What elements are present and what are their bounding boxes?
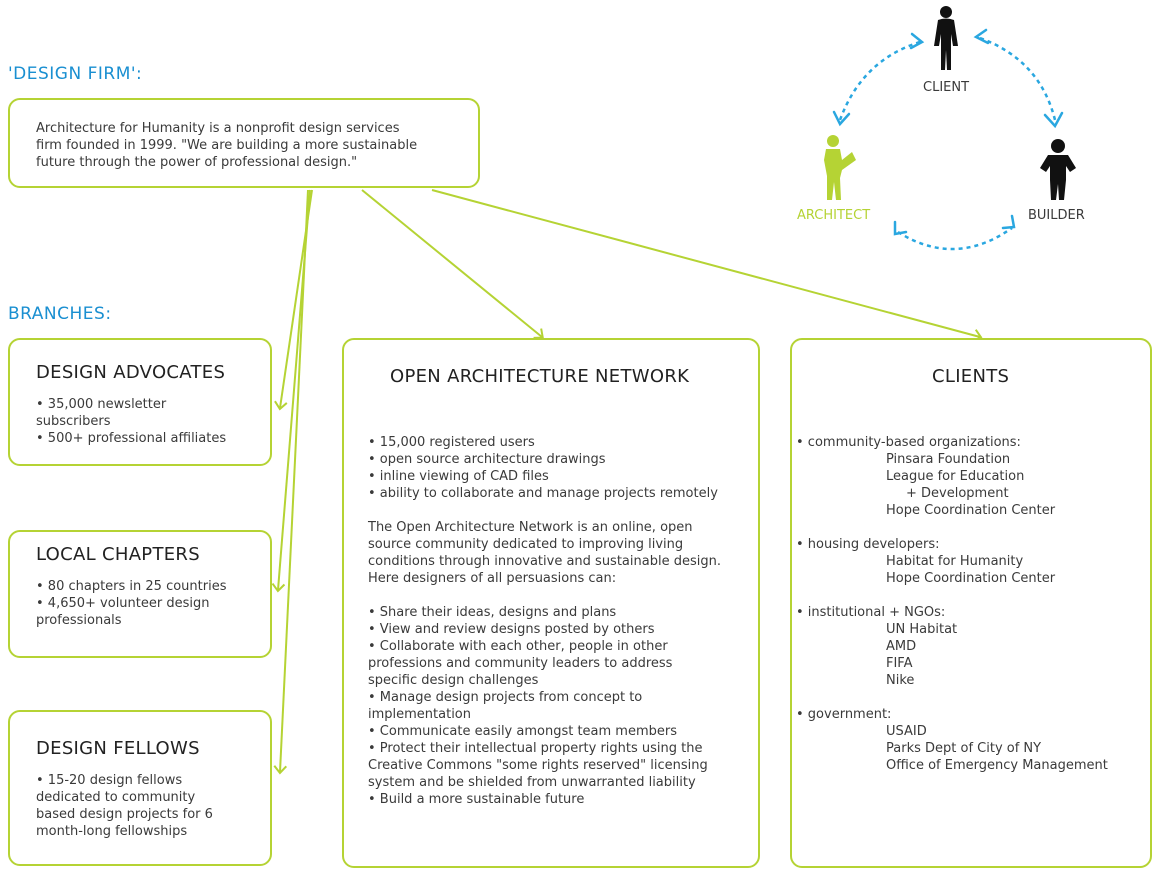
list-item: professions and community leaders to add… bbox=[368, 656, 673, 671]
oan-description-line: The Open Architecture Network is an onli… bbox=[368, 520, 693, 535]
line-to-design-fellows bbox=[273, 189, 309, 775]
oan-description-line: Here designers of all persuasions can: bbox=[368, 571, 617, 586]
arrowhead-icon bbox=[973, 28, 990, 45]
list-item: • open source architecture drawings bbox=[368, 452, 606, 467]
oan-box: OPEN ARCHITECTURE NETWORK • 15,000 regis… bbox=[342, 338, 760, 868]
client-name: Parks Dept of City of NY bbox=[886, 741, 1042, 756]
builder-label: BUILDER bbox=[1028, 208, 1085, 223]
list-item: • 80 chapters in 25 countries bbox=[36, 579, 227, 594]
client-name: UN Habitat bbox=[886, 622, 958, 637]
list-item: • 15,000 registered users bbox=[368, 435, 535, 450]
client-name: Habitat for Humanity bbox=[886, 554, 1024, 569]
design-fellows-box: DESIGN FELLOWS • 15-20 design fellows de… bbox=[8, 710, 272, 866]
line-to-oan bbox=[361, 189, 544, 339]
arrow-client-builder bbox=[979, 36, 1057, 121]
design-firm-line: Architecture for Humanity is a nonprofit… bbox=[36, 121, 400, 136]
client-name: + Development bbox=[906, 486, 1009, 501]
list-item: • Communicate easily amongst team member… bbox=[368, 724, 678, 739]
client-group-label: • government: bbox=[796, 707, 892, 722]
arrowhead-icon bbox=[1001, 214, 1016, 230]
client-name: USAID bbox=[886, 724, 927, 739]
list-item: • 4,650+ volunteer design bbox=[36, 596, 210, 611]
list-item: • Build a more sustainable future bbox=[368, 792, 585, 807]
oan-description-line: conditions through innovative and sustai… bbox=[368, 554, 721, 569]
list-item: • Share their ideas, designs and plans bbox=[368, 605, 617, 620]
client-group-label: • institutional + NGOs: bbox=[796, 605, 946, 620]
client-figure-icon bbox=[934, 6, 958, 70]
list-item: Creative Commons "some rights reserved" … bbox=[368, 758, 708, 773]
list-item: professionals bbox=[36, 613, 122, 628]
client-group-label: • community-based organizations: bbox=[796, 435, 1021, 450]
client-name: Hope Coordination Center bbox=[886, 503, 1056, 518]
local-chapters-title: LOCAL CHAPTERS bbox=[36, 544, 200, 565]
builder-figure-icon bbox=[1040, 139, 1076, 200]
arrowhead-icon bbox=[832, 110, 851, 127]
client-name: League for Education bbox=[886, 469, 1025, 484]
list-item: • Protect their intellectual property ri… bbox=[368, 741, 703, 756]
oan-description-line: source community dedicated to improving … bbox=[368, 537, 684, 552]
list-item: • Collaborate with each other, people in… bbox=[368, 639, 668, 654]
client-name: Office of Emergency Management bbox=[886, 758, 1108, 773]
local-chapters-box: LOCAL CHAPTERS • 80 chapters in 25 count… bbox=[8, 530, 272, 658]
relationship-arrows bbox=[838, 36, 1057, 251]
list-item: • View and review designs posted by othe… bbox=[368, 622, 655, 637]
client-name: Nike bbox=[886, 673, 915, 688]
list-item: implementation bbox=[368, 707, 472, 722]
oan-title: OPEN ARCHITECTURE NETWORK bbox=[390, 366, 690, 387]
architect-label: ARCHITECT bbox=[797, 208, 871, 223]
clients-box: CLIENTS • community-based organizations:… bbox=[790, 338, 1152, 868]
list-item: based design projects for 6 bbox=[36, 807, 213, 822]
design-fellows-title: DESIGN FELLOWS bbox=[36, 738, 200, 759]
list-item: month-long fellowships bbox=[36, 824, 188, 839]
list-item: • 35,000 newsletter bbox=[36, 397, 167, 412]
design-firm-line: future through the power of professional… bbox=[36, 155, 358, 170]
line-to-clients bbox=[431, 189, 983, 343]
client-name: Pinsara Foundation bbox=[886, 452, 1011, 467]
design-advocates-title: DESIGN ADVOCATES bbox=[36, 362, 226, 383]
arrowhead-icon bbox=[1043, 111, 1064, 129]
list-item: • inline viewing of CAD files bbox=[368, 469, 549, 484]
client-label: CLIENT bbox=[923, 80, 970, 95]
list-item: specific design challenges bbox=[368, 673, 539, 688]
client-name: FIFA bbox=[886, 656, 913, 671]
design-firm-heading: 'DESIGN FIRM': bbox=[8, 64, 143, 84]
design-advocates-box: DESIGN ADVOCATES • 35,000 newsletter sub… bbox=[8, 338, 272, 466]
architect-figure-icon bbox=[824, 135, 856, 200]
branches-heading: BRANCHES: bbox=[8, 304, 112, 324]
list-item: • Manage design projects from concept to bbox=[368, 690, 643, 705]
list-item: • 500+ professional affiliates bbox=[36, 431, 227, 446]
client-name: Hope Coordination Center bbox=[886, 571, 1056, 586]
clients-title: CLIENTS bbox=[932, 366, 1010, 387]
client-name: AMD bbox=[886, 639, 917, 654]
list-item: • 15-20 design fellows bbox=[36, 773, 183, 788]
design-firm-line: firm founded in 1999. "We are building a… bbox=[36, 138, 418, 153]
arrowhead-icon bbox=[909, 32, 925, 50]
list-item: • ability to collaborate and manage proj… bbox=[368, 486, 718, 501]
arrow-architect-builder bbox=[897, 226, 1013, 251]
arrow-client-architect bbox=[838, 40, 921, 121]
list-item: dedicated to community bbox=[36, 790, 196, 805]
list-item: system and be shielded from unwarranted … bbox=[368, 775, 696, 790]
arrowhead-icon bbox=[893, 220, 908, 236]
list-item: subscribers bbox=[36, 414, 111, 429]
design-firm-box: Architecture for Humanity is a nonprofit… bbox=[8, 98, 480, 188]
client-group-label: • housing developers: bbox=[796, 537, 940, 552]
